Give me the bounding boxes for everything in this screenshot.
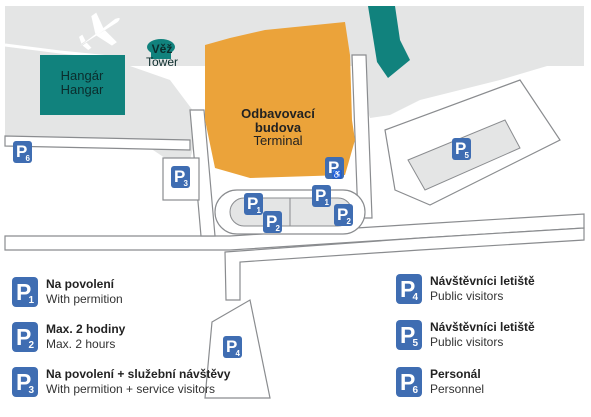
legend-title: Na povolení bbox=[46, 277, 115, 291]
terminal-label: Odbavovací budova Terminal bbox=[208, 107, 348, 148]
tower-label-cz: Věž bbox=[151, 42, 173, 56]
tower-label: Věž Tower bbox=[138, 43, 186, 68]
legend-title: Návštěvníci letiště bbox=[430, 274, 535, 288]
grey-ground-right bbox=[350, 6, 584, 118]
legend-subtitle: With permition + service visitors bbox=[46, 382, 216, 396]
terminal-building bbox=[205, 22, 355, 178]
tower-top bbox=[147, 39, 175, 55]
terminal-label-cz2: budova bbox=[254, 119, 302, 135]
right-vertical-road bbox=[351, 54, 373, 219]
hangar-label-cz: Hangár bbox=[60, 68, 104, 83]
legend-title: Max. 2 hodiny bbox=[46, 322, 126, 336]
legend-subtitle: Public visitors bbox=[430, 335, 504, 349]
legend-title: Na povolení + služební návštěvy bbox=[46, 367, 231, 381]
hangar-label: Hangár Hangar bbox=[40, 69, 124, 96]
legend-subtitle: Public visitors bbox=[430, 289, 504, 303]
airplane-icon bbox=[79, 12, 120, 51]
wheelchair-icon: ♿ bbox=[332, 170, 342, 179]
legend-subtitle: With permition bbox=[46, 292, 123, 306]
lower-road bbox=[224, 227, 585, 301]
left-road bbox=[4, 135, 191, 151]
hangar-building bbox=[40, 55, 125, 115]
legend-title: Personál bbox=[430, 367, 481, 381]
legend-subtitle: Personnel bbox=[430, 382, 485, 396]
terminal-label-en: Terminal bbox=[253, 133, 303, 149]
legend-title: Návštěvníci letiště bbox=[430, 320, 535, 334]
hangar-label-en: Hangar bbox=[60, 81, 104, 97]
terminal-label-cz1: Odbavovací bbox=[241, 106, 315, 121]
building-top-right bbox=[368, 6, 410, 78]
marker-p-accessible: P♿ bbox=[325, 157, 344, 179]
tower-label-en: Tower bbox=[145, 54, 178, 69]
legend-subtitle: Max. 2 hours bbox=[46, 337, 116, 351]
